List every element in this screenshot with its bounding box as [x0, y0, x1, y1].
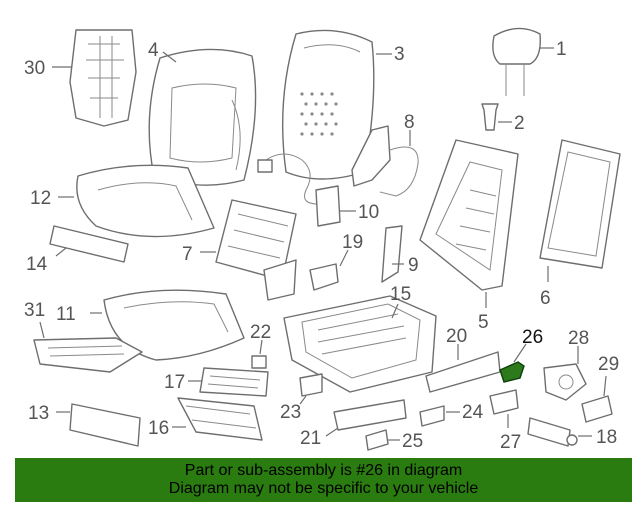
part-25-handle[interactable] [365, 429, 389, 451]
part-20-side-trim-cover[interactable] [425, 351, 501, 393]
part-30-back-panel[interactable] [69, 29, 137, 127]
banner-line-1: Part or sub-assembly is #26 in diagram [184, 462, 463, 479]
part-8-side-trim[interactable] [351, 125, 419, 197]
label-29: 29 [598, 354, 619, 375]
part-26-highlighted[interactable] [499, 361, 525, 383]
banner-line-2: Diagram may not be specific to your vehi… [168, 480, 479, 497]
label-14: 14 [26, 254, 48, 275]
part-5-backrest-frame[interactable] [419, 139, 519, 291]
part-12-seat-cushion-cover[interactable] [76, 164, 215, 238]
label-8: 8 [404, 112, 415, 133]
label-19: 19 [342, 232, 363, 253]
part-6-backrest-rear-panel[interactable] [539, 139, 621, 269]
part-24-switch-cover[interactable] [419, 405, 445, 427]
label-28: 28 [568, 328, 589, 349]
label-12: 12 [30, 188, 51, 209]
label-16: 16 [148, 418, 169, 439]
label-6: 6 [540, 288, 551, 309]
label-11: 11 [56, 304, 76, 325]
label-3: 3 [394, 44, 405, 65]
label-9: 9 [408, 255, 419, 276]
part-18-module[interactable] [527, 417, 578, 447]
part-3-backrest-cushion[interactable] [281, 29, 375, 180]
part-17-seat-track[interactable] [199, 367, 269, 397]
label-5: 5 [478, 312, 489, 333]
part-14-seat-pad[interactable] [49, 225, 129, 263]
label-1: 1 [556, 39, 567, 60]
label-30: 30 [24, 58, 45, 79]
label-26: 26 [522, 327, 543, 348]
part-7-lumbar-support[interactable] [215, 199, 297, 301]
label-20: 20 [446, 326, 467, 347]
wire-harness [257, 153, 319, 205]
part-13-trim-strip[interactable] [69, 403, 141, 447]
label-21: 21 [300, 428, 321, 449]
part-16-rail-assembly[interactable] [177, 397, 263, 441]
label-18: 18 [596, 427, 617, 448]
part-19-bracket[interactable] [309, 263, 339, 291]
part-4-backrest-cover[interactable] [148, 48, 257, 186]
part-1-headrest[interactable] [492, 27, 541, 96]
part-23-clip[interactable] [299, 373, 323, 397]
part-27-switch[interactable] [489, 389, 519, 415]
label-31: 31 [24, 300, 45, 321]
label-24: 24 [462, 402, 484, 423]
label-23: 23 [280, 402, 301, 423]
part-21-track-cover[interactable] [333, 399, 407, 431]
label-15: 15 [390, 284, 411, 305]
part-29-switch-knob[interactable] [581, 395, 613, 423]
label-27: 27 [500, 432, 521, 453]
label-22: 22 [250, 322, 271, 343]
part-2-headrest-guide[interactable] [481, 103, 499, 131]
part-15-seat-frame[interactable] [283, 295, 437, 393]
label-25: 25 [402, 431, 423, 452]
part-22-connector[interactable] [251, 355, 267, 369]
label-4: 4 [148, 40, 159, 61]
label-10: 10 [358, 202, 379, 223]
part-28-motor[interactable] [543, 363, 587, 401]
label-13: 13 [28, 403, 49, 424]
info-banner: Part or sub-assembly is #26 in diagram D… [15, 458, 632, 502]
part-31-seat-mat[interactable] [33, 337, 143, 373]
label-7: 7 [182, 244, 193, 265]
label-2: 2 [514, 113, 525, 134]
part-9-side-bracket[interactable] [381, 225, 403, 283]
label-17: 17 [164, 372, 185, 393]
part-10-control-module[interactable] [315, 185, 341, 227]
